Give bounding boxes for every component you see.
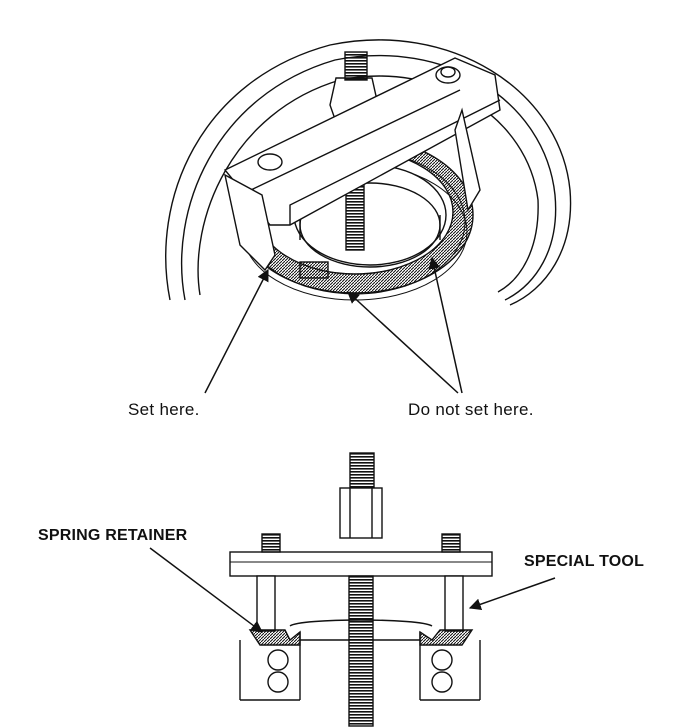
- puller-bar: [223, 57, 501, 226]
- top-bolt: [344, 51, 368, 81]
- puller-leg-right: [454, 107, 481, 213]
- section-crossbar: [229, 551, 493, 577]
- label-set-here: Set here.: [128, 400, 200, 419]
- bar-bolt-left: [257, 153, 283, 171]
- section-shaft: [348, 575, 374, 727]
- bottom-leaders: [149, 547, 556, 633]
- top-leaders: [204, 256, 463, 394]
- puller-leg-left: [223, 173, 276, 272]
- section-bolt: [349, 452, 375, 490]
- outer-housing-arc-2: [181, 54, 557, 301]
- label-spring-retainer: SPRING RETAINER: [38, 527, 188, 544]
- label-special-tool: SPECIAL TOOL: [524, 553, 645, 570]
- section-nut: [339, 487, 383, 539]
- section-retainer-left: [248, 629, 301, 646]
- bottom-view-assembly: [229, 452, 493, 727]
- section-leg-right: [444, 575, 464, 632]
- puller-claw: [299, 261, 329, 279]
- label-do-not-set-here: Do not set here.: [408, 400, 534, 419]
- section-leg-left: [256, 575, 276, 632]
- section-retainer-right: [419, 629, 474, 646]
- outer-housing-arc: [165, 39, 572, 306]
- top-view-assembly: [165, 39, 572, 306]
